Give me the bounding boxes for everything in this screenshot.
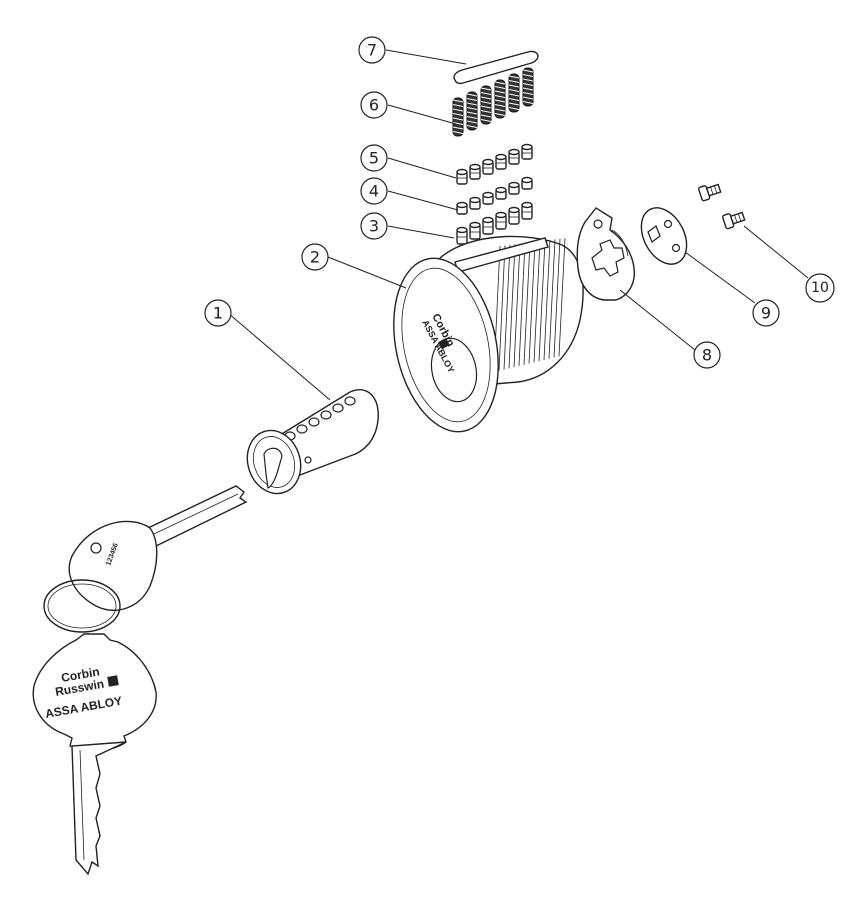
- callout-2: 2: [301, 243, 329, 271]
- callout-1: 1: [204, 299, 232, 327]
- thread-line: [543, 239, 551, 361]
- bottom-pin: [495, 211, 507, 230]
- part-2-cylinder-housing: Corbin ASSA ABLOY: [393, 235, 584, 433]
- callouts: 1 2 3 4 5 6 7 8: [204, 36, 835, 369]
- part-10-screws: [698, 183, 746, 230]
- callout-7: 7: [358, 36, 386, 64]
- key-ring: [43, 579, 121, 633]
- svg-text:6: 6: [369, 96, 379, 115]
- svg-text:2: 2: [310, 248, 320, 267]
- key-lower: Corbin Russwin ASSA ABLOY: [32, 633, 157, 876]
- top-pin: [456, 168, 468, 185]
- top-pin: [482, 158, 494, 175]
- bottom-pin: [469, 221, 481, 240]
- spring: [522, 67, 534, 107]
- part-9-retainer-plate: [640, 207, 688, 265]
- thread-line: [538, 240, 546, 362]
- callout-6: 6: [360, 91, 388, 119]
- callout-9: 9: [752, 299, 780, 327]
- svg-text:7: 7: [367, 41, 377, 60]
- plug-pin-hole: [332, 403, 344, 413]
- part-7-follower: [453, 50, 539, 85]
- driver-pin: [495, 186, 507, 200]
- svg-text:4: 4: [369, 182, 379, 201]
- top-pin: [495, 153, 507, 170]
- key-upper: 123456: [68, 485, 248, 611]
- part-5-top-pins: [456, 143, 533, 185]
- thread-line: [528, 241, 536, 364]
- top-pin: [521, 143, 533, 160]
- bottom-pin: [482, 216, 494, 235]
- driver-pin: [508, 181, 520, 195]
- driver-pin: [482, 191, 494, 205]
- bottom-pin: [456, 226, 468, 245]
- spring: [508, 73, 520, 113]
- plug-pin-hole: [296, 424, 308, 434]
- spring: [466, 91, 478, 131]
- part-4-driver-pins: [456, 176, 533, 215]
- svg-text:8: 8: [702, 346, 712, 365]
- driver-pin: [469, 196, 481, 210]
- part-1-plug: [246, 389, 379, 495]
- svg-text:3: 3: [369, 217, 379, 236]
- callout-4: 4: [360, 177, 388, 205]
- callout-3: 3: [360, 212, 388, 240]
- thread-line: [508, 244, 516, 369]
- spring: [480, 85, 492, 125]
- plug-pin-hole: [308, 417, 320, 427]
- svg-text:9: 9: [761, 304, 771, 323]
- plug-pin-hole: [320, 410, 332, 420]
- svg-text:1: 1: [213, 304, 223, 323]
- bottom-pin: [508, 206, 520, 225]
- thread-line: [523, 242, 531, 365]
- svg-text:10: 10: [811, 280, 829, 296]
- thread-line: [558, 238, 566, 357]
- bottom-pin: [521, 201, 533, 220]
- top-pin: [469, 163, 481, 180]
- thread-line: [553, 238, 561, 358]
- callout-8: 8: [693, 341, 721, 369]
- plug-pin-hole: [344, 396, 356, 406]
- spring: [452, 97, 464, 137]
- part-3-bottom-pins: [456, 201, 533, 245]
- part-6-springs: [452, 67, 534, 137]
- key-brand-corbin: Corbin: [60, 664, 101, 685]
- top-pin: [508, 148, 520, 165]
- driver-pin: [456, 201, 468, 215]
- leader-lines: [227, 49, 809, 401]
- svg-text:5: 5: [369, 149, 379, 168]
- spring: [494, 79, 506, 119]
- callout-10: 10: [805, 273, 835, 303]
- driver-pin: [521, 176, 533, 190]
- thread-line: [513, 243, 521, 368]
- thread-line: [503, 244, 511, 370]
- thread-line: [498, 245, 506, 371]
- callout-5: 5: [360, 144, 388, 172]
- thread-line: [548, 239, 556, 359]
- part-8-cam: [576, 207, 635, 301]
- thread-line: [533, 241, 541, 363]
- thread-line: [518, 242, 526, 367]
